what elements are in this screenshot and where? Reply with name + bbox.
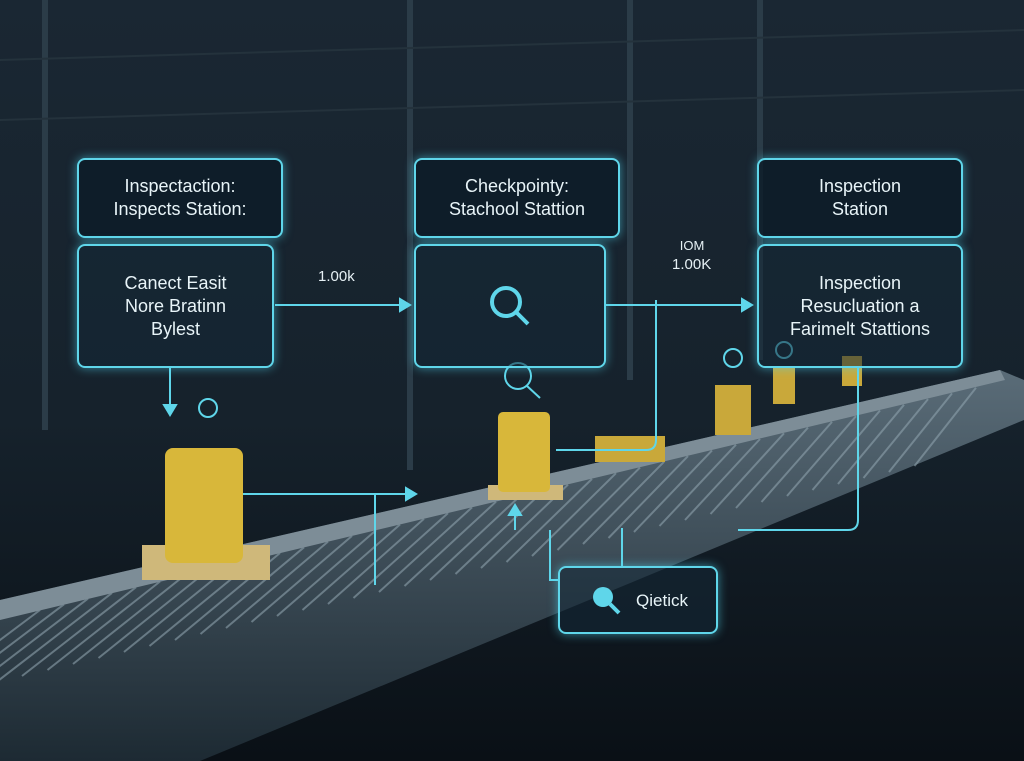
roller <box>0 597 89 668</box>
station-2-body[interactable] <box>414 244 606 368</box>
roller <box>46 580 161 671</box>
flow-label-right-top: IOM <box>679 238 705 253</box>
roller <box>607 455 689 539</box>
roller <box>862 398 929 479</box>
station-3-body[interactable]: Inspection Resucluation a Farimelt Statt… <box>757 244 963 368</box>
roller <box>633 449 713 533</box>
package <box>488 412 563 500</box>
roller <box>276 529 377 617</box>
station-title-line: Checkpointy: <box>464 176 570 196</box>
roller <box>913 387 977 467</box>
station-title-line: Inspectaction: <box>124 176 236 196</box>
roller <box>0 603 65 654</box>
roller <box>403 500 497 587</box>
station-body-line: Inspection <box>818 272 902 293</box>
package <box>142 448 270 580</box>
roller <box>301 523 401 611</box>
search-icon <box>490 286 530 326</box>
roller <box>505 478 593 563</box>
roller <box>888 392 953 473</box>
station-title-line: Inspects Station: <box>113 199 247 219</box>
roller <box>0 592 113 681</box>
station-2-title[interactable]: Checkpointy: Stachool Stattion <box>414 158 620 238</box>
quick-check-button[interactable]: Qietick <box>558 566 718 634</box>
roller <box>378 506 473 593</box>
roller <box>97 569 209 659</box>
station-title-line: Inspection <box>818 176 902 196</box>
roller <box>327 518 425 605</box>
search-icon <box>593 587 621 615</box>
station-body-line: Resucluation a <box>800 295 920 316</box>
flow-label-left: 1.00k <box>318 268 355 285</box>
roller <box>0 609 41 642</box>
station-body-line: Bylest <box>150 318 201 339</box>
quick-check-label: Qietick <box>636 590 688 610</box>
station-title-line: Stachool Stattion <box>448 199 586 219</box>
roller <box>199 546 305 635</box>
roller <box>582 461 665 545</box>
roller <box>429 495 521 581</box>
station-1-title[interactable]: Inspectaction: Inspects Station: <box>77 158 283 238</box>
roller <box>531 472 617 557</box>
roller <box>556 466 641 551</box>
station-body-line: Nore Bratinn <box>124 295 227 316</box>
roller <box>250 535 353 623</box>
roller <box>454 489 545 575</box>
roller <box>225 540 329 629</box>
roller <box>352 512 449 599</box>
roller <box>658 444 737 527</box>
station-body-line: Farimelt Stattions <box>789 318 931 339</box>
station-title-line: Station <box>831 199 889 219</box>
station-1-body[interactable]: Canect Easit Nore Bratinn Bylest <box>77 244 274 368</box>
roller <box>72 575 185 665</box>
station-body-line: Canect Easit <box>124 272 227 293</box>
station-3-title[interactable]: Inspection Station <box>757 158 963 238</box>
flow-label-right-bottom: 1.00K <box>672 256 712 273</box>
roller <box>21 586 137 677</box>
